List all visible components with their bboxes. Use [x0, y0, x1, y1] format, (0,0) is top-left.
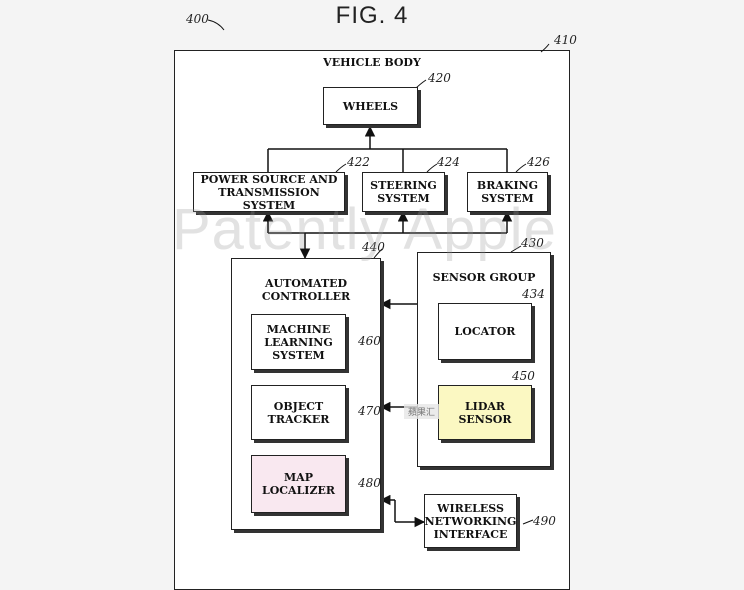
- lidar-sensor-box: LIDAR SENSOR: [438, 385, 532, 440]
- watermark-small: 蘋果汇: [404, 404, 440, 419]
- lidar-ref: 450: [512, 369, 535, 383]
- steering-line2: SYSTEM: [377, 192, 430, 205]
- wireless-line2: NETWORKING: [424, 514, 517, 528]
- steering-line1: STEERING: [370, 179, 437, 192]
- power-transmission-box: POWER SOURCE AND TRANSMISSION SYSTEM: [193, 172, 345, 212]
- sensor-group-ref: 430: [521, 236, 544, 250]
- braking-line1: BRAKING: [476, 179, 539, 192]
- wireless-interface-box: WIRELESS NETWORKING INTERFACE: [424, 494, 517, 548]
- steering-ref: 424: [437, 155, 460, 169]
- ml-line2: LEARNING: [264, 335, 333, 349]
- ml-ref: 460: [358, 334, 381, 348]
- braking-box: BRAKING SYSTEM: [467, 172, 548, 212]
- tracker-ref: 470: [358, 404, 381, 418]
- tracker-line2: TRACKER: [267, 412, 330, 426]
- figure-title: FIG. 4: [335, 2, 409, 29]
- wheels-ref: 420: [428, 71, 451, 85]
- machine-learning-box: MACHINE LEARNING SYSTEM: [251, 314, 346, 370]
- locator-label: LOCATOR: [454, 325, 516, 338]
- wheels-label: WHEELS: [342, 99, 399, 113]
- locator-box: LOCATOR: [438, 303, 532, 360]
- wireless-line1: WIRELESS: [437, 501, 504, 515]
- map-ref: 480: [358, 476, 381, 490]
- power-line2: TRANSMISSION SYSTEM: [218, 185, 320, 212]
- steering-box: STEERING SYSTEM: [362, 172, 445, 212]
- map-line1: MAP: [284, 471, 313, 484]
- power-ref: 422: [347, 155, 370, 169]
- ml-line1: MACHINE: [266, 322, 331, 336]
- controller-ref: 440: [362, 240, 385, 254]
- braking-line2: SYSTEM: [481, 192, 534, 205]
- controller-line1: AUTOMATED: [264, 277, 348, 290]
- locator-ref: 434: [522, 287, 545, 301]
- power-line1: POWER SOURCE AND: [200, 172, 338, 186]
- figure-ref: 400: [186, 12, 209, 26]
- vehicle-body-ref: 410: [554, 33, 577, 47]
- braking-ref: 426: [527, 155, 550, 169]
- vehicle-body-label: VEHICLE BODY: [323, 56, 421, 69]
- wheels-box: WHEELS: [323, 87, 418, 125]
- sensor-group-label: SENSOR GROUP: [432, 271, 536, 284]
- wireless-ref: 490: [533, 514, 556, 528]
- object-tracker-box: OBJECT TRACKER: [251, 385, 346, 440]
- lidar-label: LIDAR SENSOR: [458, 399, 512, 426]
- wireless-line3: INTERFACE: [433, 527, 508, 541]
- tracker-line1: OBJECT: [273, 399, 324, 413]
- map-localizer-box: MAP LOCALIZER: [251, 455, 346, 513]
- ml-line3: SYSTEM: [272, 348, 325, 362]
- controller-line2: CONTROLLER: [261, 290, 351, 303]
- map-line2: LOCALIZER: [261, 484, 336, 497]
